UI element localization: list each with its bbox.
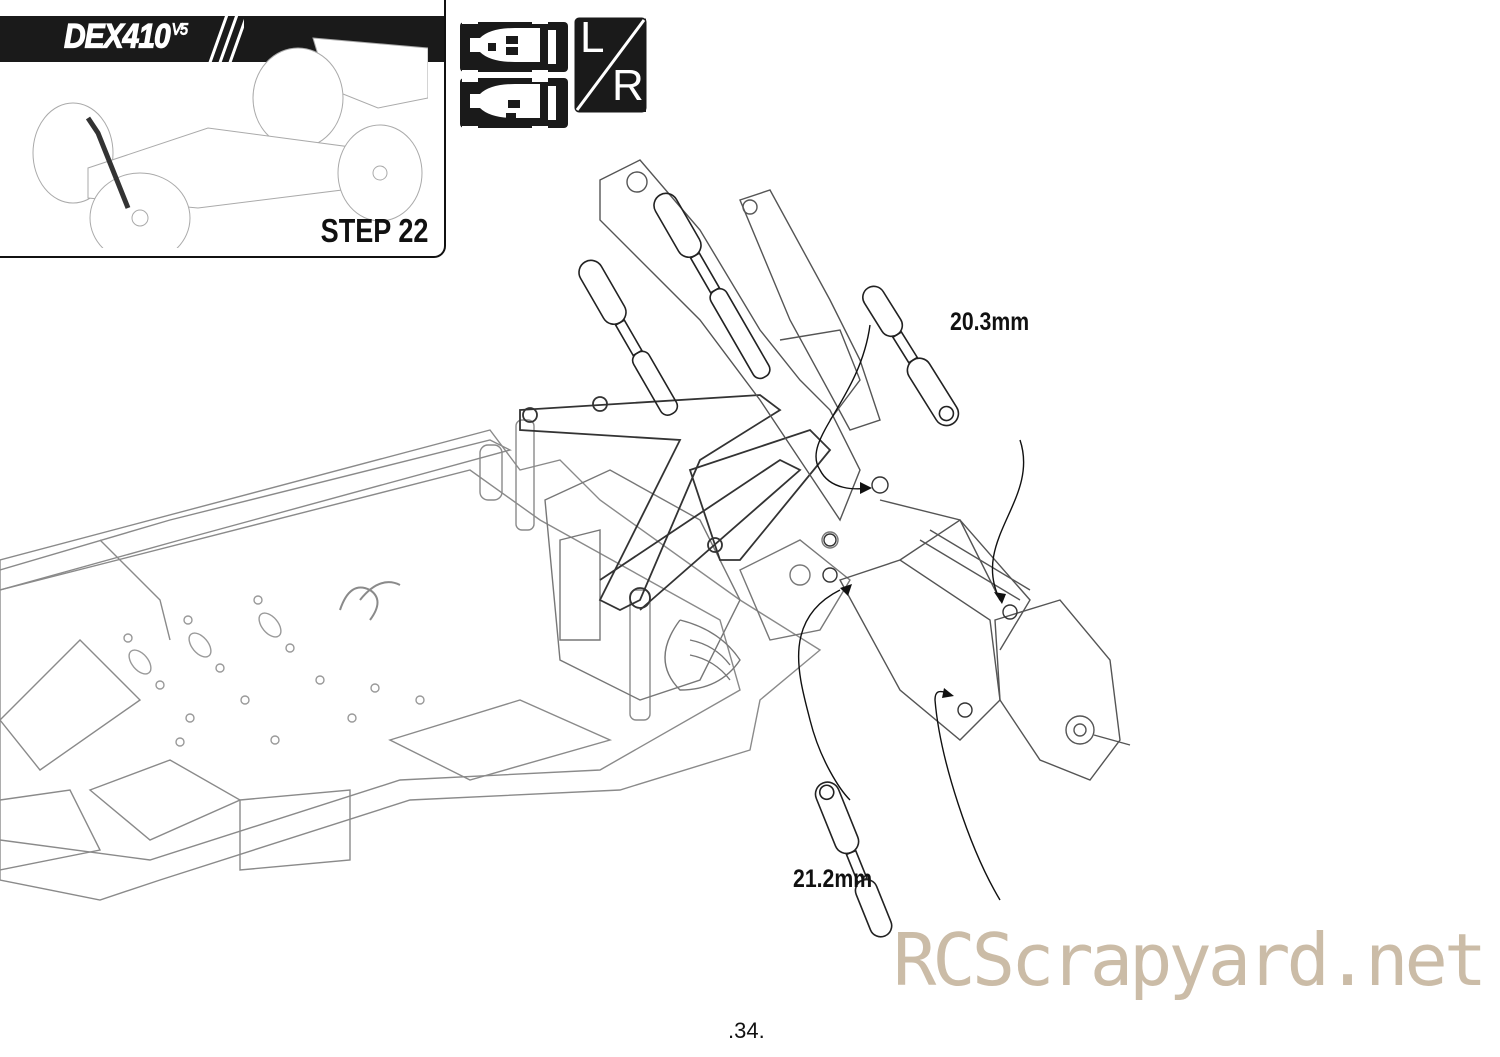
ball-studs: [822, 476, 1018, 718]
right-letter: R: [612, 61, 644, 110]
arrow-heads: [840, 482, 1006, 698]
logo-stripes: [206, 12, 244, 69]
car-overview-thumbnail: [32, 37, 428, 248]
upper-camber-link: [862, 285, 960, 427]
rear-brace: [519, 394, 832, 612]
rear-hub-and-arm: [838, 499, 1131, 781]
step-number: STEP 22: [320, 212, 428, 249]
chassis-holes: [123, 595, 425, 747]
left-right-indicator: L R: [574, 13, 647, 113]
shock-tower: [599, 159, 881, 522]
logo-version: V5: [171, 19, 188, 39]
upper-link-length-label: 20.3mm: [950, 308, 1030, 336]
watermark: RCScrapyard.net: [893, 918, 1487, 1002]
lower-camber-link: [814, 781, 893, 938]
lr-diagonal-box: [574, 17, 647, 113]
logo-text: DEX410: [64, 17, 172, 56]
rear-bulkhead: [544, 469, 851, 701]
rear-left-right-position-icon: [460, 16, 568, 132]
lower-link-length-label: 21.2mm: [793, 865, 873, 893]
installed-turnbuckles: [578, 192, 771, 416]
chassis-plate: [0, 429, 822, 901]
side-rail: [0, 419, 651, 721]
left-letter: L: [580, 13, 605, 62]
assembly-arrows: [798, 324, 1025, 901]
page-number: .34.: [728, 1018, 765, 1043]
